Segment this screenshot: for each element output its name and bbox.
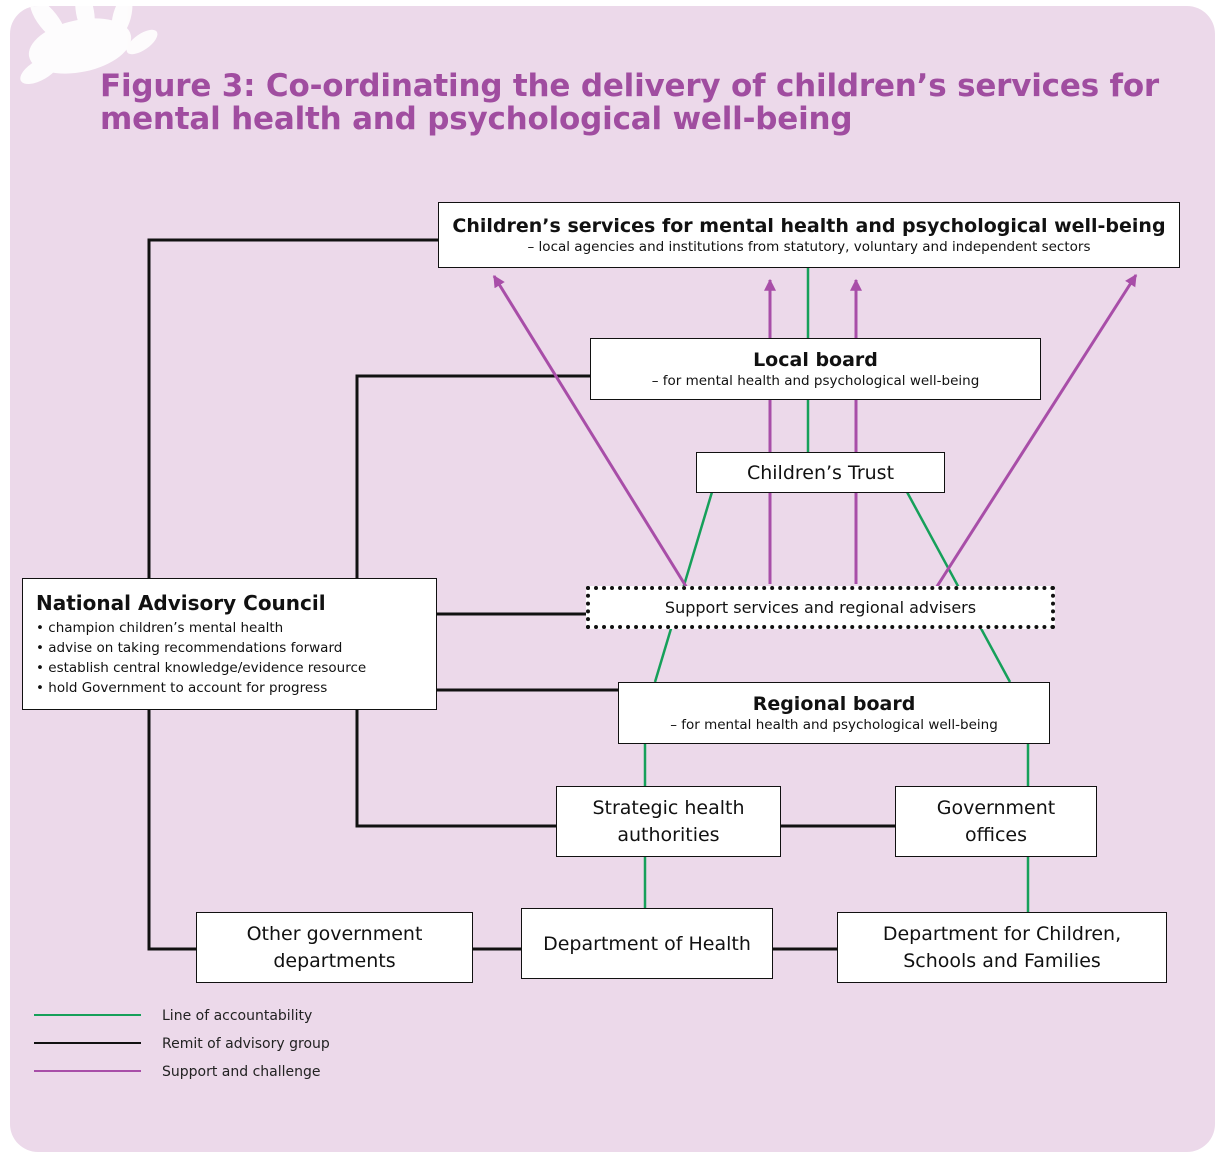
support-arrow-right: [934, 273, 1138, 589]
department-of-health-label: Department of Health: [543, 932, 751, 955]
connector-lines: [147, 238, 1138, 951]
legend-label-remit: Remit of advisory group: [162, 1036, 330, 1052]
childrens-trust-label: Children’s Trust: [746, 461, 895, 484]
remit-line-nac-other-departments: [147, 710, 196, 951]
department-of-health-box: Department of Health: [521, 908, 773, 979]
childrens-services-subtitle: – local agencies and institutions from s…: [527, 239, 1091, 255]
support-services-box: Support services and regional advisers: [586, 586, 1055, 629]
local-board-title: Local board: [753, 349, 878, 371]
legend-swatch-remit: [34, 1042, 141, 1044]
regional-board-title: Regional board: [752, 693, 916, 715]
handprint-watermark: [20, 6, 158, 84]
national-advisory-council-box: National Advisory Council champion child…: [22, 578, 437, 710]
legend-swatch-accountability: [34, 1014, 141, 1016]
regional-board-subtitle: – for mental health and psychological we…: [670, 717, 998, 733]
support-arrow-left: [492, 274, 689, 589]
childrens-trust-box: Children’s Trust: [696, 452, 945, 493]
government-offices-label: Government offices: [936, 796, 1056, 846]
remit-line-nac-childrens-services: [147, 238, 438, 578]
childrens-services-box: Children’s services for mental health an…: [438, 202, 1180, 268]
legend-label-support: Support and challenge: [162, 1064, 321, 1080]
nac-bullet-1: champion children’s mental health: [36, 618, 366, 638]
figure-title: Figure 3: Co-ordinating the delivery of …: [100, 68, 1160, 137]
legend-item-accountability: Line of accountability: [34, 1006, 434, 1026]
strategic-health-authorities-label: Strategic health authorities: [592, 796, 745, 846]
strategic-health-authorities-box: Strategic health authorities: [556, 786, 781, 857]
dcsf-box: Department for Children, Schools and Fam…: [837, 912, 1167, 983]
legend-swatch-support: [34, 1070, 141, 1072]
other-government-departments-box: Other government departments: [196, 912, 473, 983]
childrens-services-title: Children’s services for mental health an…: [452, 215, 1166, 237]
figure-panel: Figure 3: Co-ordinating the delivery of …: [10, 6, 1215, 1152]
nac-bullet-3: establish central knowledge/evidence res…: [36, 658, 366, 678]
regional-board-box: Regional board – for mental health and p…: [618, 682, 1050, 744]
nac-bullet-4: hold Government to account for progress: [36, 678, 366, 698]
remit-line-nac-strategic-health: [355, 710, 556, 828]
government-offices-box: Government offices: [895, 786, 1097, 857]
other-government-departments-label: Other government departments: [246, 922, 423, 972]
national-advisory-council-title: National Advisory Council: [36, 591, 326, 615]
support-services-label: Support services and regional advisers: [664, 598, 977, 617]
remit-line-nac-local-board: [355, 374, 590, 578]
legend-item-support: Support and challenge: [34, 1062, 434, 1082]
legend-item-remit: Remit of advisory group: [34, 1034, 434, 1054]
national-advisory-council-bullets: champion children’s mental health advise…: [36, 618, 366, 698]
local-board-subtitle: – for mental health and psychological we…: [651, 373, 980, 389]
legend-label-accountability: Line of accountability: [162, 1008, 313, 1024]
nac-bullet-2: advise on taking recommendations forward: [36, 638, 366, 658]
dcsf-label: Department for Children, Schools and Fam…: [882, 922, 1122, 972]
local-board-box: Local board – for mental health and psyc…: [590, 338, 1041, 400]
